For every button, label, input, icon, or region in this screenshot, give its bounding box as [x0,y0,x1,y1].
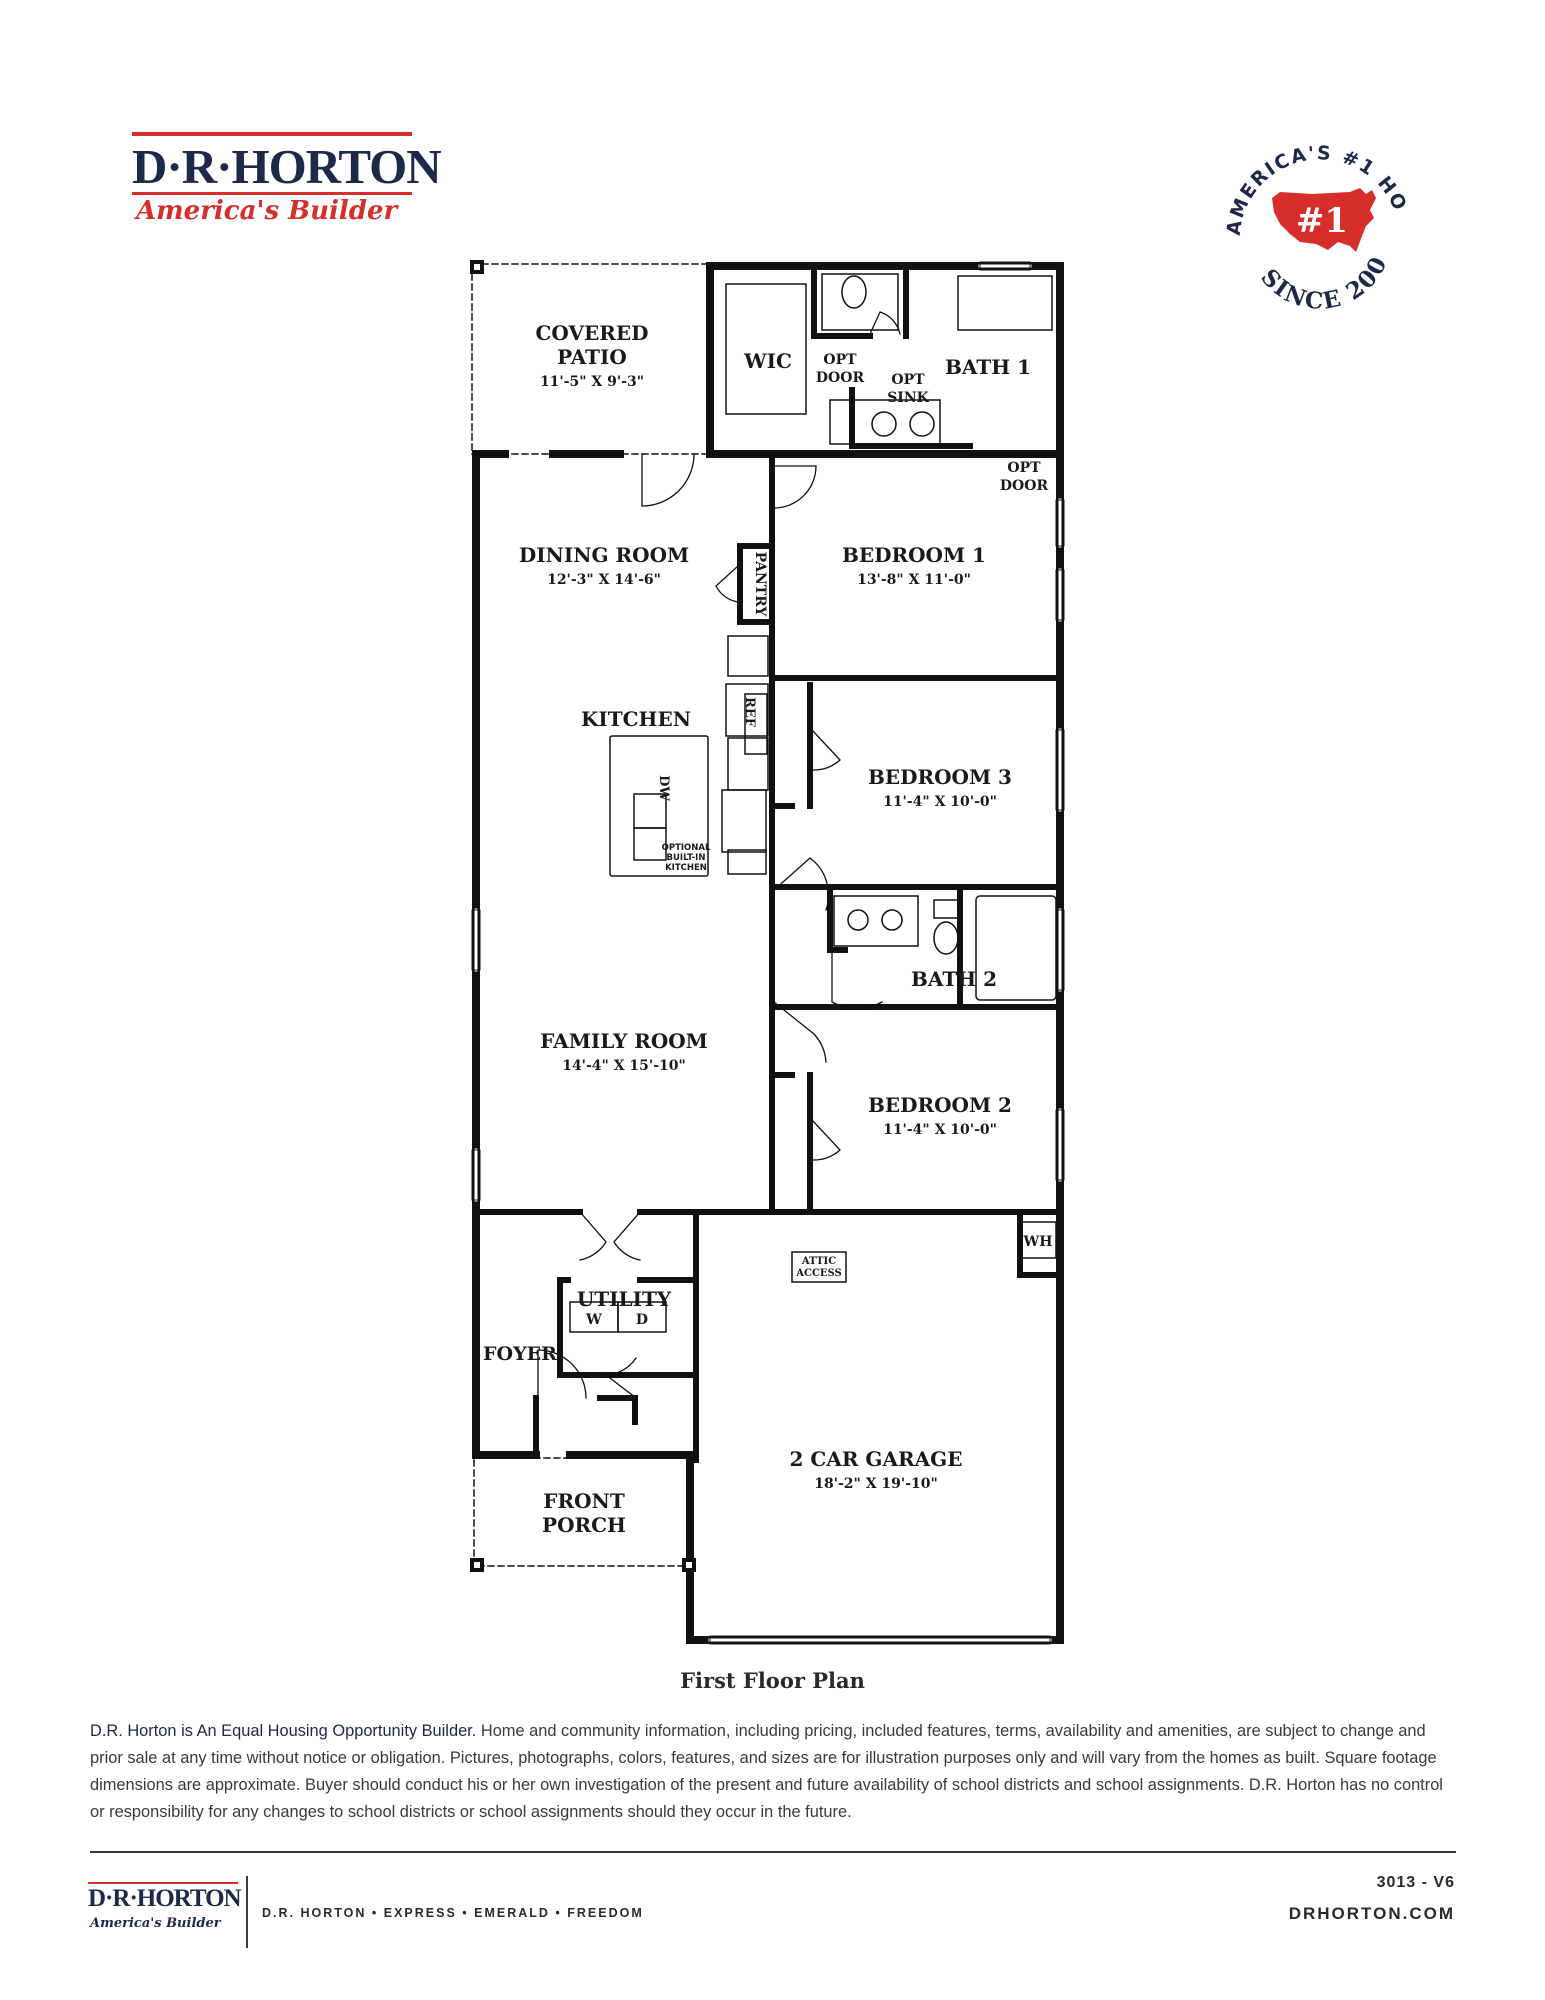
optional-kitchen-1: OPTIONAL [662,843,711,853]
opt-sink-1: OPT [891,372,925,388]
attic-access-1: ATTIC [801,1256,836,1267]
dining-room-label: DINING ROOM [519,543,689,567]
garage-label: 2 CAR GARAGE [790,1447,963,1471]
garage-size: 18'-2" X 19'-10" [814,1476,938,1492]
seal-graphic: AMERICA'S #1 HOME BUILDER SINCE 2002 #1 [1200,97,1410,315]
usa-map-icon [1272,188,1376,252]
opt-door-top-1: OPT [823,352,857,368]
opt-door-top-2: DOOR [816,370,865,386]
exterior-walls [472,262,1064,1644]
bath2-label: BATH 2 [911,967,997,991]
washer-label: W [585,1312,602,1328]
front-porch-label-2: PORCH [542,1513,626,1537]
covered-patio-label-1: COVERED [536,321,649,345]
bedroom2-label: BEDROOM 2 [868,1093,1012,1117]
window-frames [471,261,1065,1645]
front-porch-label-1: FRONT [543,1489,625,1513]
disclaimer-text: D.R. Horton is An Equal Housing Opportun… [90,1718,1456,1826]
bath1-label: BATH 1 [945,355,1031,379]
seal-rank: #1 [1296,201,1348,241]
door-swings [537,311,901,1399]
family-room-label: FAMILY ROOM [540,1029,708,1053]
optional-kitchen-2: BUILT-IN [667,853,706,863]
covered-patio-size: 11'-5" X 9'-3" [540,374,644,390]
bedroom2-size: 11'-4" X 10'-0" [883,1122,997,1138]
dw-label: DW [656,775,671,801]
foyer-label: FOYER [483,1343,557,1365]
water-heater-label: WH [1023,1234,1053,1250]
footer-divider [246,1876,248,1948]
opt-door-bed-2: DOOR [1000,478,1049,494]
brand-family-list: D.R. HORTON • EXPRESS • EMERALD • FREEDO… [262,1906,644,1920]
opt-door-bed-1: OPT [1007,460,1041,476]
bedroom1-size: 13'-8" X 11'-0" [857,572,971,588]
attic-access-2: ACCESS [795,1268,842,1279]
pantry-label: PANTRY [752,552,768,618]
drhorton-logo: D·R·HORTON America's Builder [132,132,442,232]
website-link[interactable]: DRHORTON.COM [1288,1904,1455,1923]
window-openings [474,264,1062,1642]
disclaimer-lead: D.R. Horton is An Equal Housing Opportun… [90,1722,477,1740]
logo-wordmark: D·R·HORTON [132,139,442,194]
footer-logo-tagline: America's Builder [90,1916,221,1931]
utility-label: UTILITY [577,1287,672,1311]
ref-label: REF [742,697,757,728]
dining-room-size: 12'-3" X 14'-6" [547,572,661,588]
plan-title: First Floor Plan [680,1668,865,1693]
logo-tagline: America's Builder [136,196,398,226]
family-room-size: 14'-4" X 15'-10" [562,1058,686,1074]
floor-plan: COVERED PATIO 11'-5" X 9'-3" WIC OPT DOO… [470,260,1065,1645]
bedroom3-label: BEDROOM 3 [868,765,1012,789]
plan-code: 3013 - V6 [1376,1874,1455,1891]
dryer-label: D [636,1312,648,1328]
logo-rule-top [132,132,412,136]
wic-label: WIC [743,349,792,373]
corner-post-centers [474,264,692,1568]
logo-rule-bottom [132,192,412,195]
footer-logo-wordmark: D·R·HORTON [88,1885,242,1912]
fixtures-outlines [471,263,1057,1567]
bedroom1-label: BEDROOM 1 [842,543,986,567]
interior-walls [473,262,1063,1463]
disclaimer-body: Home and community information, includin… [90,1722,1443,1821]
kitchen-label: KITCHEN [581,707,691,731]
opt-sink-2: SINK [887,390,929,406]
footer-drhorton-logo: D·R·HORTON America's Builder [88,1882,242,1942]
optional-kitchen-3: KITCHEN [665,863,707,873]
footer-logo-rule [88,1882,238,1884]
bedroom3-size: 11'-4" X 10'-0" [883,794,997,810]
footer-rule [90,1851,1456,1853]
covered-patio-label-2: PATIO [557,345,627,369]
americas-number-one-seal: AMERICA'S #1 HOME BUILDER SINCE 2002 #1 [1200,97,1426,322]
